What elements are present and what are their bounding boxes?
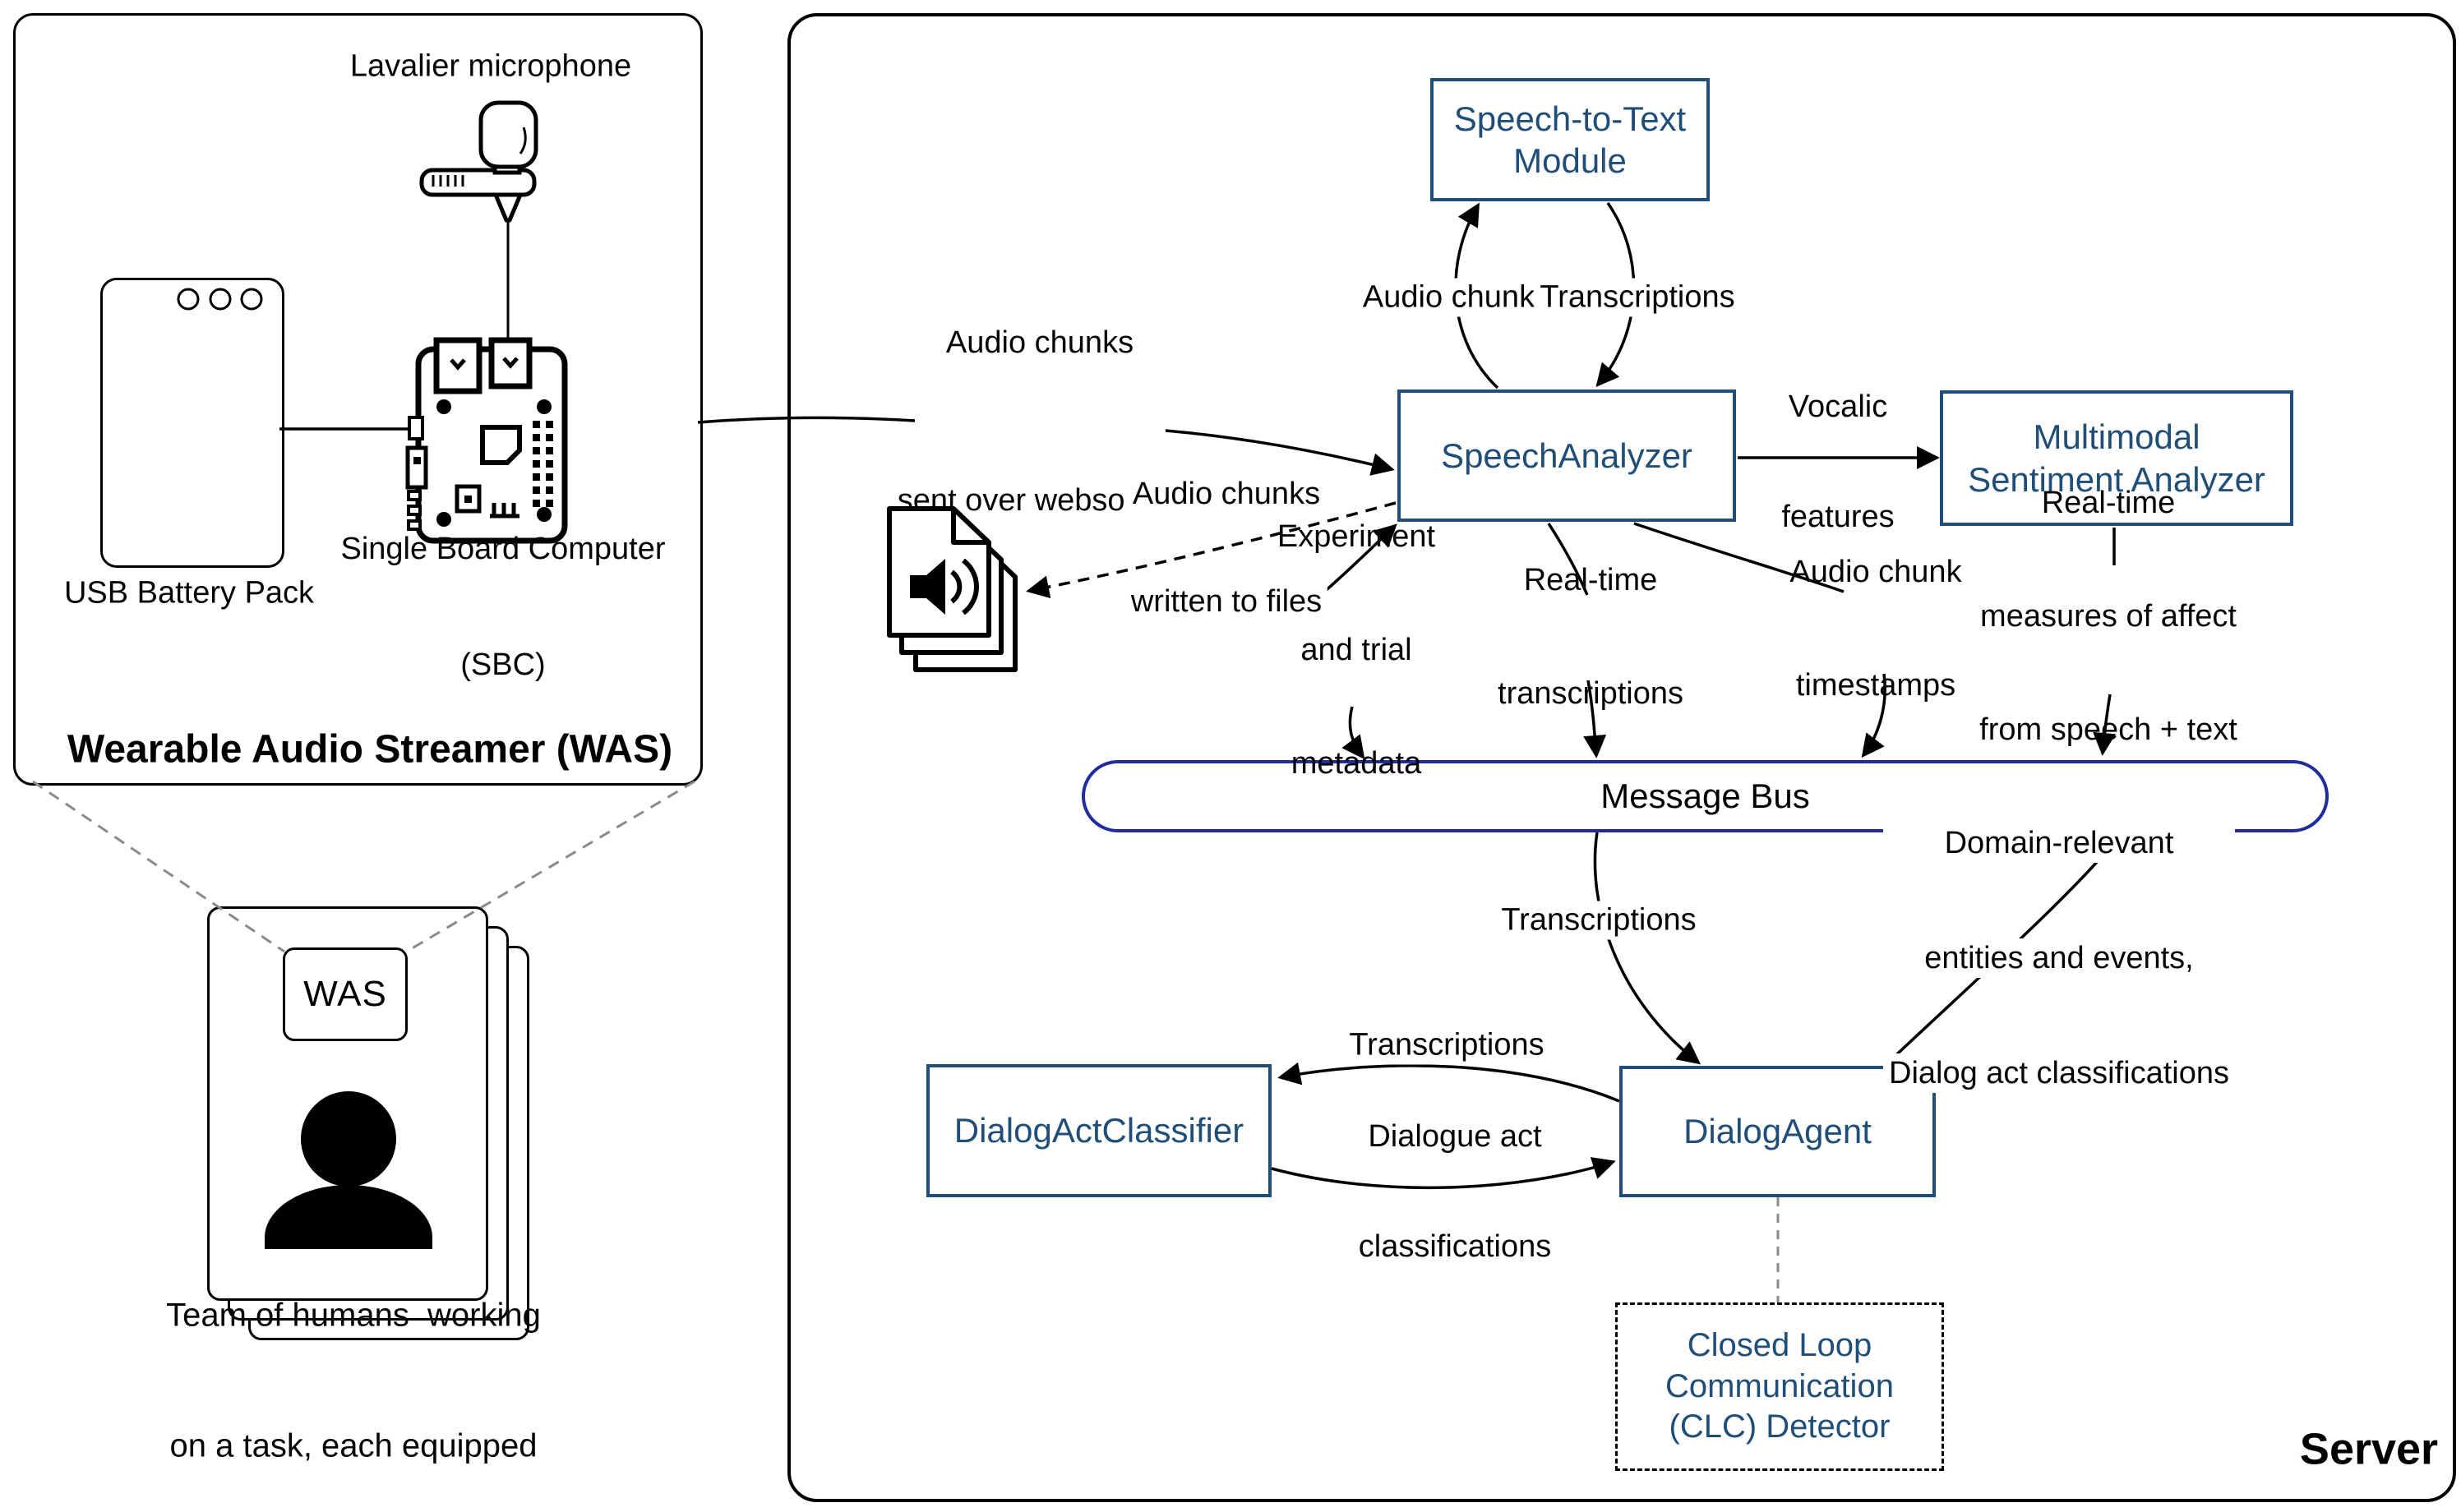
node-label: Module [1513,141,1627,180]
node-clc-detector: Closed Loop Communication (CLC) Detector [1615,1302,1944,1471]
node-label: Communication [1665,1367,1894,1404]
node-label: SpeechAnalyzer [1441,436,1692,475]
server-title: Server [2299,1424,2439,1474]
label-written-to-files: Audio chunks written to files [1124,405,1328,691]
server-container-box [787,13,2456,1502]
node-label: DialogActClassifier [953,1111,1244,1150]
team-caption: Team of humans working on a task, each e… [166,1297,541,1464]
label-transcriptions-arc: Transcriptions [1534,205,1741,391]
node-dialog-agent: DialogAgent [1619,1066,1936,1197]
label-domain-relevant: Domain-relevant entities and events, Dia… [1883,748,2235,1169]
node-label: (CLC) Detector [1669,1408,1891,1445]
label-agent-transcriptions: Transcriptions [1343,952,1550,1139]
edge-timestamps-to-bus [1861,673,1886,758]
node-label: Sentiment Analyzer [1968,459,2265,499]
node-speech-to-text: Speech-to-Text Module [1430,78,1710,201]
node-speech-analyzer: SpeechAnalyzer [1397,390,1736,522]
edge-analyzer-to-timestamps [1633,522,1845,593]
edge-affect-to-bus [2093,694,2117,756]
node-dialog-act-classifier: DialogActClassifier [926,1064,1272,1197]
label-dialogue-act: Dialogue act classifications [1352,1045,1558,1338]
label-audio-chunk-timestamps: Audio chunk timestamps [1789,555,1962,703]
edge-was-to-server [697,416,916,424]
usb-battery-icon [177,288,263,311]
edge-dac-to-agent [1271,1157,1616,1190]
node-multimodal-sentiment-analyzer: Multimodal Sentiment Analyzer [1940,390,2293,526]
sbc-label: Single Board Computer (SBC) [340,532,666,682]
was-title: Wearable Audio Streamer (WAS) [67,727,673,772]
person-icon [265,1091,432,1249]
battery-box [100,278,284,568]
label-audio-chunks-arc: Audio chunks [1356,205,1557,391]
edge-websocket-arrow [1165,429,1395,476]
lavalier-mic-icon [419,100,538,343]
label-websocket: Audio chunks sent over websocket [897,325,1183,518]
edge-rtt-to-bus [1583,680,1607,758]
label-experiment-metadata: Experiment and trial metadata [1277,519,1436,781]
lavalier-microphone-label: Lavalier microphone [349,48,632,84]
edge-metadata-to-bus [1341,706,1365,760]
node-label: Multimodal [2033,417,2200,457]
edge-agent-to-dac [1277,1062,1620,1103]
node-label: DialogAgent [1683,1112,1872,1151]
label-bus-transcriptions: Transcriptions [1495,827,1702,1014]
edge-analyzer-to-rtt [1547,523,1589,596]
node-label: Speech-to-Text [1453,99,1687,138]
usb-battery-label: USB Battery Pack [63,575,315,611]
node-label: Message Bus [1600,777,1810,816]
edge-was-zoom-left [32,780,285,953]
was-container-box [13,13,703,786]
label-vocalic-features: Vocalic features [1775,316,1900,608]
was-badge-label: WAS [303,974,387,1014]
node-message-bus: Message Bus [1082,760,2329,832]
node-label: Closed Loop [1687,1327,1872,1364]
edge-was-zoom-right [409,780,695,952]
edge-bus-to-agent [1593,832,1701,1065]
label-affect-measures: Real-time measures of affect from speech… [1979,486,2237,747]
was-badge: WAS [283,947,408,1041]
circuit-board-icon [405,337,568,544]
audio-file-stack-icon [887,506,1018,672]
label-realtime-transcriptions: Real-time transcriptions [1498,563,1683,711]
